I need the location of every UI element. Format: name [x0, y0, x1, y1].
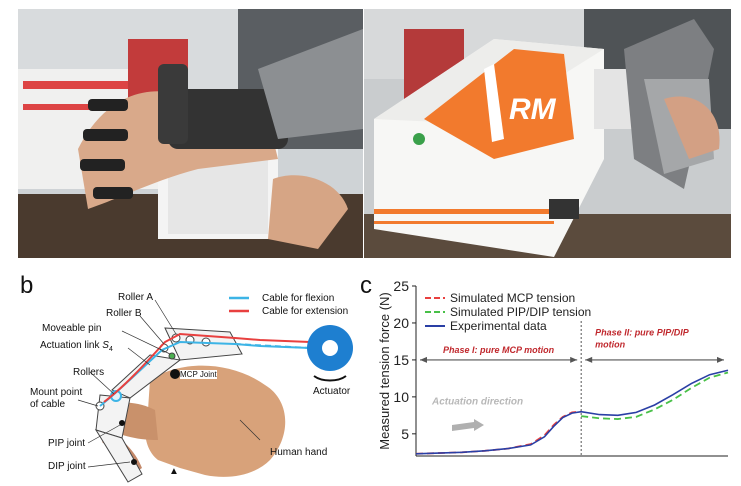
y-tick-label: 10	[393, 389, 409, 405]
label-actuator: Actuator	[313, 386, 351, 397]
actuator-hub	[322, 340, 338, 356]
series-line-0	[415, 410, 582, 455]
label-mount-point-2: of cable	[30, 399, 66, 410]
legend-label-1: Simulated PIP/DIP tension	[450, 305, 591, 319]
label-actuation-link: Actuation link S4	[40, 340, 113, 353]
panel-label-b: b	[20, 272, 34, 299]
phase2-arrow-head-left	[585, 356, 593, 363]
exoskeleton-diagram: ▲	[77, 296, 353, 483]
dip-joint-marker	[131, 459, 137, 465]
actuation-direction-arrow	[452, 418, 484, 431]
phase1-arrow-head-right	[570, 356, 578, 363]
phase1-arrow-head-left	[420, 356, 427, 363]
label-actuation-link-symbol: S	[102, 340, 109, 351]
pip-joint-marker	[119, 420, 125, 426]
series-line-2	[415, 369, 729, 455]
label-actuation-link-subscript: 4	[108, 346, 113, 353]
y-tick-label: 15	[393, 352, 409, 368]
photo-rehab-device: RM	[364, 9, 731, 258]
label-roller-b: Roller B	[106, 308, 142, 319]
legend-label-2: Experimental data	[450, 319, 547, 333]
actuation-direction-label: Actuation direction	[431, 396, 523, 407]
y-tick-label: 25	[393, 278, 409, 294]
distal-link	[94, 429, 143, 483]
y-tick-label: 5	[401, 426, 409, 442]
series-line-1	[581, 371, 729, 420]
moveable-pin-marker	[168, 352, 176, 360]
phase2-arrow-head-right	[717, 356, 724, 363]
photo-hand-exoskeleton	[18, 9, 363, 258]
panel-label-c: c	[360, 272, 372, 299]
phase2-label-line2: motion	[595, 340, 625, 350]
photo-hand-exoskeleton-drawing	[18, 9, 363, 258]
device-logo-text: RM	[509, 93, 557, 126]
legend-extension-label: Cable for extension	[262, 306, 349, 317]
legend-label-0: Simulated MCP tension	[450, 291, 575, 305]
label-moveable-pin: Moveable pin	[42, 323, 102, 334]
label-actuation-link-text: Actuation link	[40, 340, 103, 351]
leader-lines	[77, 299, 261, 468]
label-mcp-joint: MCP Joint	[180, 370, 217, 379]
y-axis-title: Measured tension force (N)	[377, 292, 392, 450]
label-mount-point-1: Mount point	[30, 387, 83, 398]
human-hand-shape	[145, 365, 286, 477]
photo-rehab-device-drawing: RM	[364, 9, 731, 258]
label-human-hand: Human hand	[270, 447, 328, 458]
phase1-label: Phase I: pure MCP motion	[443, 345, 555, 355]
label-rollers: Rollers	[73, 367, 105, 378]
phase2-label-line1: Phase II: pure PIP/DIP	[595, 328, 690, 338]
label-dip-joint: DIP joint	[48, 461, 86, 472]
mcp-joint-marker	[170, 369, 180, 379]
actuator-rotation-arrow	[313, 375, 347, 382]
y-tick-label: 20	[393, 315, 409, 331]
finger-arrow: ▲	[169, 466, 179, 477]
label-pip-joint: PIP joint	[48, 438, 86, 449]
legend-flexion-label: Cable for flexion	[262, 293, 335, 304]
linkage-group	[94, 327, 243, 483]
label-roller-a: Roller A	[118, 292, 154, 303]
flexion-cable-dash	[234, 343, 311, 349]
extension-cable	[103, 332, 311, 403]
